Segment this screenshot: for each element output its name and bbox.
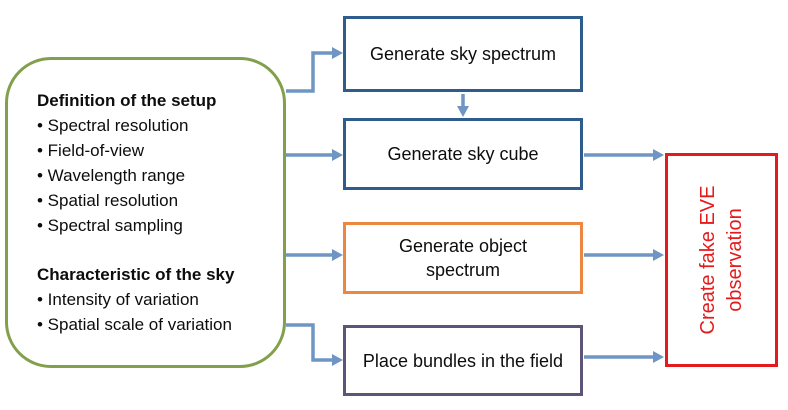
setup-panel: Definition of the setup • Spectral resol…: [5, 57, 286, 368]
process-box-label: Generate sky spectrum: [369, 44, 557, 64]
process-box-label: Generate object spectrum: [398, 236, 528, 280]
setup-section-heading: Definition of the setup: [37, 91, 217, 110]
output-box-label: Create fake EVE observation: [696, 185, 746, 335]
setup-item-spectral-sampling: • Spectral sampling: [37, 216, 183, 235]
sky-section-heading: Characteristic of the sky: [37, 265, 235, 284]
setup-item-field-of-view: • Field-of-view: [37, 141, 145, 160]
process-box-place-bundles: Place bundles in the field: [343, 325, 583, 396]
sky-item-intensity-of-variation: • Intensity of variation: [37, 290, 199, 309]
setup-item-wavelength-range: • Wavelength range: [37, 166, 186, 185]
process-box-label: Place bundles in the field: [362, 350, 564, 371]
arrow-setup-to-sky-spectrum: [286, 47, 343, 93]
process-box-generate-sky-spectrum: Generate sky spectrum: [343, 16, 583, 92]
process-box-label: Generate sky cube: [387, 144, 539, 164]
sky-item-spatial-scale-of-variation: • Spatial scale of variation: [37, 315, 232, 334]
output-box-create-fake-eve-observation: Create fake EVE observation: [665, 153, 778, 367]
setup-item-spatial-resolution: • Spatial resolution: [37, 191, 179, 210]
process-box-generate-sky-cube: Generate sky cube: [343, 118, 583, 190]
process-box-generate-object-spectrum: Generate object spectrum: [343, 222, 583, 294]
setup-item-spectral-resolution: • Spectral resolution: [37, 116, 189, 135]
arrow-setup-to-bundles: [286, 323, 343, 366]
